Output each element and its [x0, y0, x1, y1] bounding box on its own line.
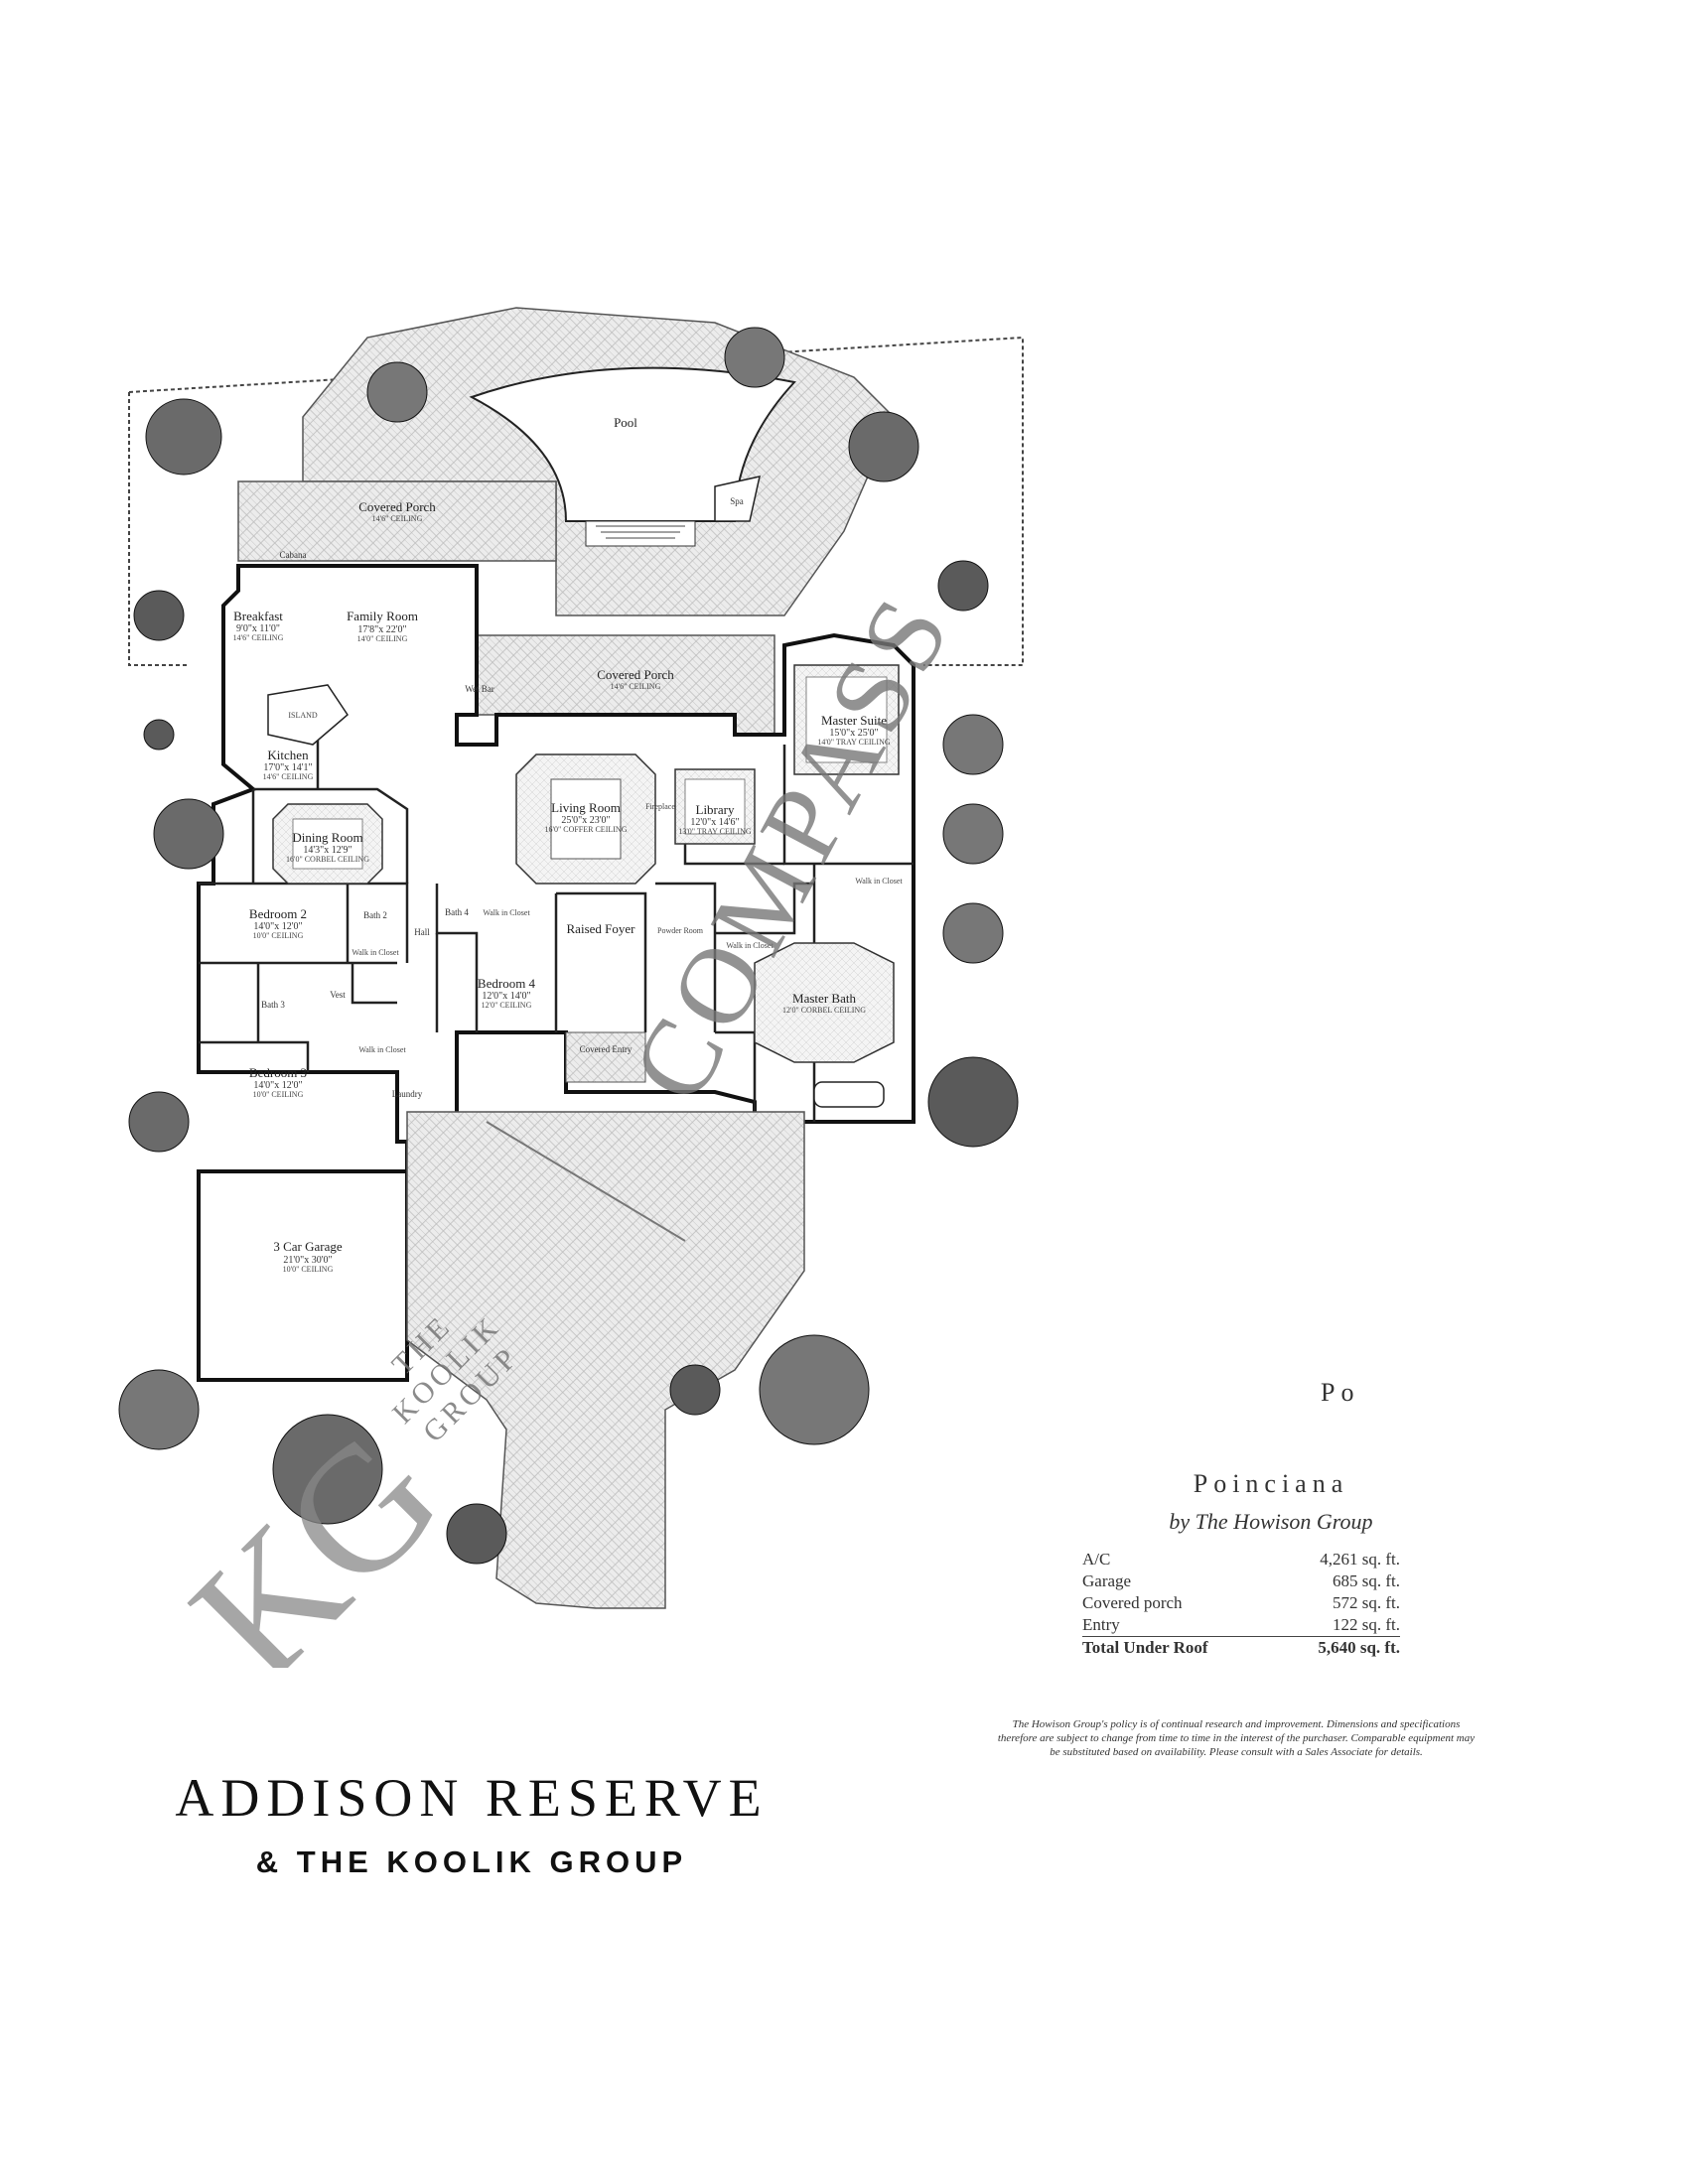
wet-bar-label: Wet Bar: [465, 684, 494, 694]
landscaping: [118, 327, 1019, 1565]
powder-room-label: Powder Room: [657, 926, 704, 935]
master-bath-label: Master Bath: [792, 991, 856, 1006]
disclaimer: The Howison Group's policy is of continu…: [997, 1718, 1476, 1758]
breakfast-label: Breakfast: [233, 609, 283, 623]
watermark-line: [486, 1121, 686, 1242]
bedroom4-label: Bedroom 4: [478, 976, 536, 991]
sqft-row-label: A/C: [1082, 1550, 1111, 1569]
breakfast-ceiling: 14'6" CEILING: [233, 633, 284, 642]
family-room-dims: 17'8"x 22'0": [357, 624, 406, 635]
covered-entry: [565, 1031, 646, 1083]
sqft-row: Garage 685 sq. ft.: [1082, 1570, 1400, 1592]
garage-dims: 21'0"x 30'0": [283, 1255, 332, 1266]
sqft-row-value: 685 sq. ft.: [1333, 1571, 1400, 1590]
walk-in-closet-b3-label: Walk in Closet: [358, 1045, 406, 1054]
master-suite-label: Master Suite: [821, 713, 887, 728]
title-fragment: Po: [1321, 1378, 1360, 1407]
garage-ceiling: 10'0" CEILING: [283, 1265, 334, 1274]
walk-in-closet-b2-label: Walk in Closet: [352, 948, 399, 957]
dining-room-label: Dining Room: [292, 830, 362, 845]
plan-builder: by The Howison Group: [1169, 1509, 1373, 1534]
living-room-dims: 25'0"x 23'0": [561, 815, 610, 826]
spa: [714, 476, 761, 522]
sqft-row: A/C 4,261 sq. ft.: [1082, 1549, 1400, 1570]
walk-in-closet-b4-label: Walk in Closet: [483, 908, 530, 917]
bedroom4-dims: 12'0"x 14'0": [482, 991, 530, 1002]
sqft-row: Covered porch 572 sq. ft.: [1082, 1592, 1400, 1614]
covered-porch-side-ceiling: 14'6" CEILING: [611, 682, 661, 691]
covered-entry-label: Covered Entry: [580, 1044, 633, 1054]
hall-label: Hall: [414, 927, 430, 937]
brand-title: ADDISON RESERVE: [175, 1768, 769, 1828]
fireplace-label: Fireplace: [645, 802, 675, 811]
sqft-row-label: Entry: [1082, 1615, 1120, 1634]
dining-room-dims: 14'3"x 12'9": [303, 845, 352, 856]
bath2-label: Bath 2: [363, 910, 387, 920]
sqft-row-value: 572 sq. ft.: [1333, 1593, 1400, 1612]
kitchen-label: Kitchen: [267, 748, 309, 762]
breakfast-dims: 9'0"x 11'0": [236, 623, 280, 634]
bath3-label: Bath 3: [261, 1000, 285, 1010]
pool-label: Pool: [614, 415, 637, 430]
library-dims: 12'0"x 14'6": [690, 817, 739, 828]
floor-plan: Pool Spa Covered Porch 14'6" CEILING Cov…: [99, 248, 1092, 1716]
sqft-total-label: Total Under Roof: [1082, 1636, 1275, 1659]
bedroom2-dims: 14'0"x 12'0": [253, 921, 302, 932]
sqft-total-value: 5,640 sq. ft.: [1274, 1636, 1400, 1659]
sqft-row-label: Garage: [1082, 1571, 1132, 1590]
master-suite-dims: 15'0"x 25'0": [829, 728, 878, 739]
sqft-row-label: Covered porch: [1082, 1593, 1183, 1612]
walk-in-closet-2-label: Walk in Closet: [726, 941, 774, 950]
bath4-label: Bath 4: [445, 907, 469, 917]
driveway: [406, 1111, 805, 1609]
master-bath-ceiling-text: 12'0" CORBEL CEILING: [782, 1006, 866, 1015]
cabana-label: Cabana: [280, 550, 307, 560]
garage-label: 3 Car Garage: [273, 1239, 343, 1254]
vest-label: Vest: [330, 990, 346, 1000]
brand-subtitle: & THE KOOLIK GROUP: [255, 1844, 688, 1879]
sqft-row-value: 122 sq. ft.: [1333, 1615, 1400, 1634]
family-room-label: Family Room: [347, 609, 418, 623]
covered-porch-side-label: Covered Porch: [597, 667, 674, 682]
bedroom3-ceiling: 10'0" CEILING: [253, 1090, 304, 1099]
sqft-row: Entry 122 sq. ft.: [1082, 1614, 1400, 1637]
spa-label: Spa: [730, 496, 744, 506]
bedroom4-ceiling: 12'0" CEILING: [482, 1001, 532, 1010]
bedroom2-ceiling: 10'0" CEILING: [253, 931, 304, 940]
floor-plan-drawing: Pool Spa Covered Porch 14'6" CEILING Cov…: [118, 307, 1024, 1716]
square-footage-table: A/C 4,261 sq. ft. Garage 685 sq. ft. Cov…: [1082, 1549, 1400, 1659]
laundry-label: Laundry: [392, 1089, 423, 1099]
master-bath-ceiling: [754, 942, 895, 1063]
covered-porch-rear-label: Covered Porch: [358, 499, 436, 514]
covered-porch-rear-ceiling: 14'6" CEILING: [372, 514, 423, 523]
bedroom3-label: Bedroom 3: [249, 1065, 307, 1080]
plan-title: Poinciana: [1193, 1469, 1349, 1498]
library-label: Library: [696, 802, 735, 817]
master-suite-ceiling-text: 14'0" TRAY CEILING: [817, 738, 891, 747]
covered-porch-rear: [237, 480, 557, 562]
bedroom3-dims: 14'0"x 12'0": [253, 1080, 302, 1091]
raised-foyer-label: Raised Foyer: [567, 921, 636, 936]
walk-in-closet-master-label: Walk in Closet: [855, 877, 903, 886]
kitchen-dims: 17'0"x 14'1": [263, 762, 312, 773]
living-room-ceiling-text: 16'0" COFFER CEILING: [545, 825, 628, 834]
living-room-label: Living Room: [551, 800, 621, 815]
bathtub: [813, 1081, 885, 1108]
kitchen-island: [267, 684, 349, 746]
family-room-ceiling: 14'0" CEILING: [357, 634, 408, 643]
sqft-row-value: 4,261 sq. ft.: [1320, 1550, 1400, 1569]
island-label: ISLAND: [288, 711, 318, 720]
bedroom2-label: Bedroom 2: [249, 906, 307, 921]
pool: [469, 366, 796, 522]
sqft-total-row: Total Under Roof 5,640 sq. ft.: [1082, 1636, 1400, 1659]
library-ceiling-text: 13'0" TRAY CEILING: [678, 827, 752, 836]
kitchen-ceiling: 14'6" CEILING: [263, 772, 314, 781]
dining-room-ceiling-text: 16'0" CORBEL CEILING: [286, 855, 369, 864]
